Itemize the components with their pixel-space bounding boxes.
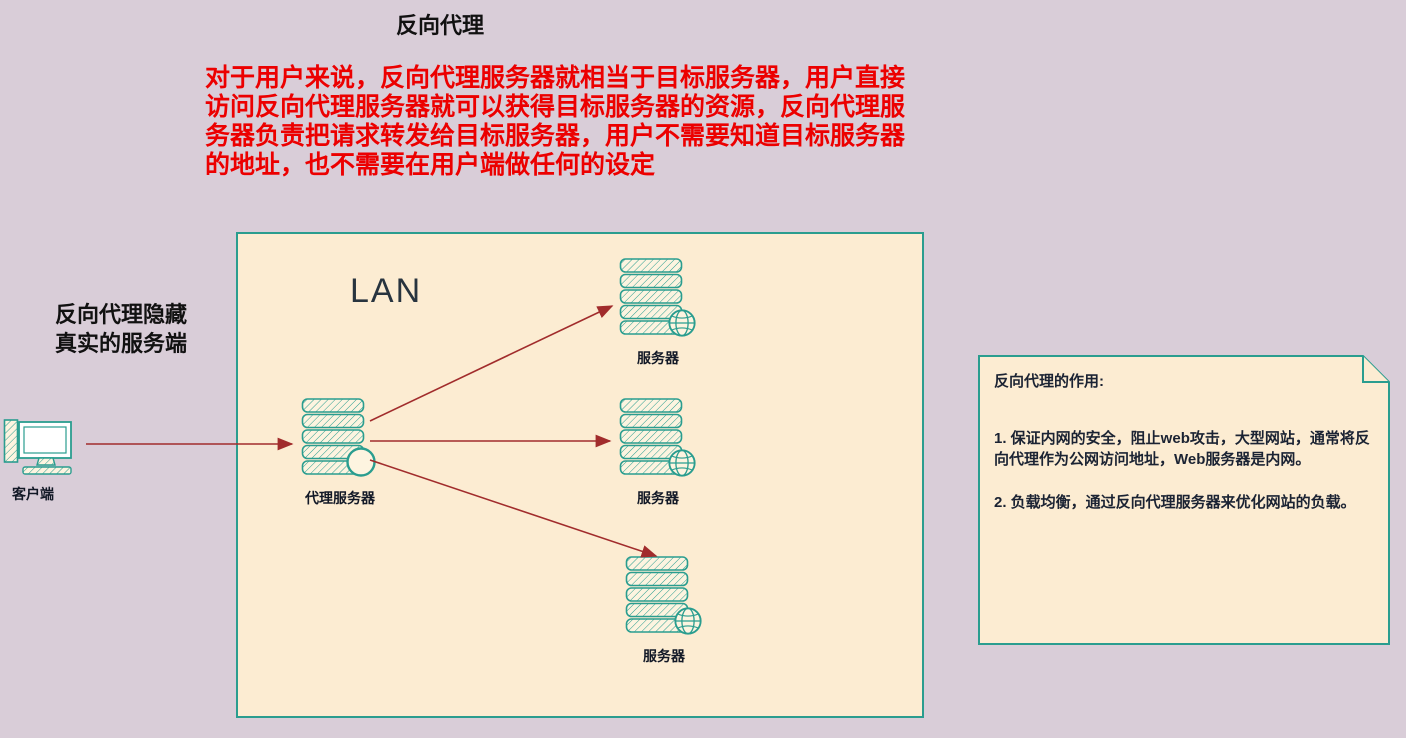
note-point-2: 2. 负载均衡，通过反向代理服务器来优化网站的负载。 — [994, 494, 1356, 511]
server-node-top: 服务器 — [614, 258, 702, 368]
globe-icon — [674, 607, 702, 635]
server-icon — [625, 556, 702, 635]
server-icon — [619, 258, 696, 337]
note-box: 反向代理的作用: 1. 保证内网的安全，阻止web攻击，大型网站，通常将反向代理… — [978, 355, 1390, 645]
globe-icon — [668, 449, 696, 477]
side-note: 反向代理隐藏 真实的服务端 — [54, 302, 187, 356]
lan-label: LAN — [350, 272, 423, 310]
note-point-1: 1. 保证内网的安全，阻止web攻击，大型网站，通常将反向代理作为公网访问地址，… — [994, 430, 1370, 468]
server-icon — [619, 398, 696, 477]
server-label: 服务器 — [637, 490, 679, 506]
note-title: 反向代理的作用: — [994, 373, 1104, 390]
page-title: 反向代理 — [396, 13, 485, 38]
client-label: 客户端 — [12, 486, 54, 502]
server-label: 服务器 — [643, 648, 685, 664]
server-node-bottom: 服务器 — [620, 556, 708, 666]
proxy-server-icon — [301, 398, 376, 477]
note-background — [978, 355, 1390, 645]
intro-text: 对于用户来说，反向代理服务器就相当于目标服务器，用户直接访问反向代理服务器就可以… — [205, 64, 906, 179]
client-node: 客户端 — [2, 414, 88, 504]
proxy-label: 代理服务器 — [305, 490, 375, 506]
server-node-middle: 服务器 — [614, 398, 702, 508]
client-computer-icon — [3, 419, 72, 475]
server-label: 服务器 — [637, 350, 679, 366]
proxy-node: 代理服务器 — [296, 398, 384, 508]
globe-icon — [668, 309, 696, 337]
